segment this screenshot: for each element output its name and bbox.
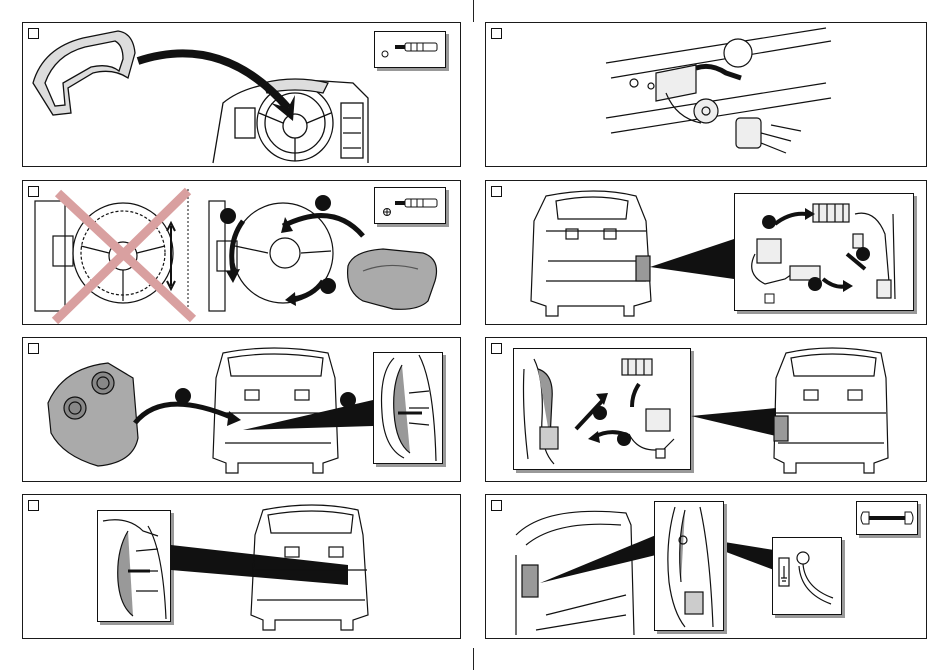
step-panel-4 (485, 180, 927, 325)
step-panel-6 (485, 337, 927, 482)
fold-mark-bottom (473, 648, 474, 670)
tool-box (856, 501, 918, 535)
rear-car-illustration (486, 338, 926, 481)
ring-terminal-illustration (773, 538, 841, 614)
screwdriver-icon (375, 32, 445, 67)
step-panel-5 (22, 337, 461, 482)
ring-terminal-callout (772, 537, 842, 615)
side-panel-detail-illustration (374, 353, 442, 463)
step-panel-2 (485, 22, 927, 167)
connector-detail-illustration (735, 194, 913, 310)
torx-screwdriver-icon (375, 188, 445, 223)
tow-bar-bolt-illustration (486, 23, 926, 166)
step-panel-1 (22, 22, 461, 167)
earth-point-callout (654, 501, 724, 631)
step-panel-8 (485, 494, 927, 639)
tool-box (374, 31, 446, 68)
side-panel-detail-callout (373, 352, 443, 464)
tool-box (374, 187, 446, 224)
step-panel-7 (22, 494, 461, 639)
spanner-icon (857, 502, 917, 534)
earth-point-illustration (655, 502, 723, 630)
fold-mark-top (473, 0, 474, 22)
step-panel-3 (22, 180, 461, 325)
connector-detail-callout (734, 193, 914, 311)
rear-car-open-tailgate-illustration (23, 495, 460, 638)
